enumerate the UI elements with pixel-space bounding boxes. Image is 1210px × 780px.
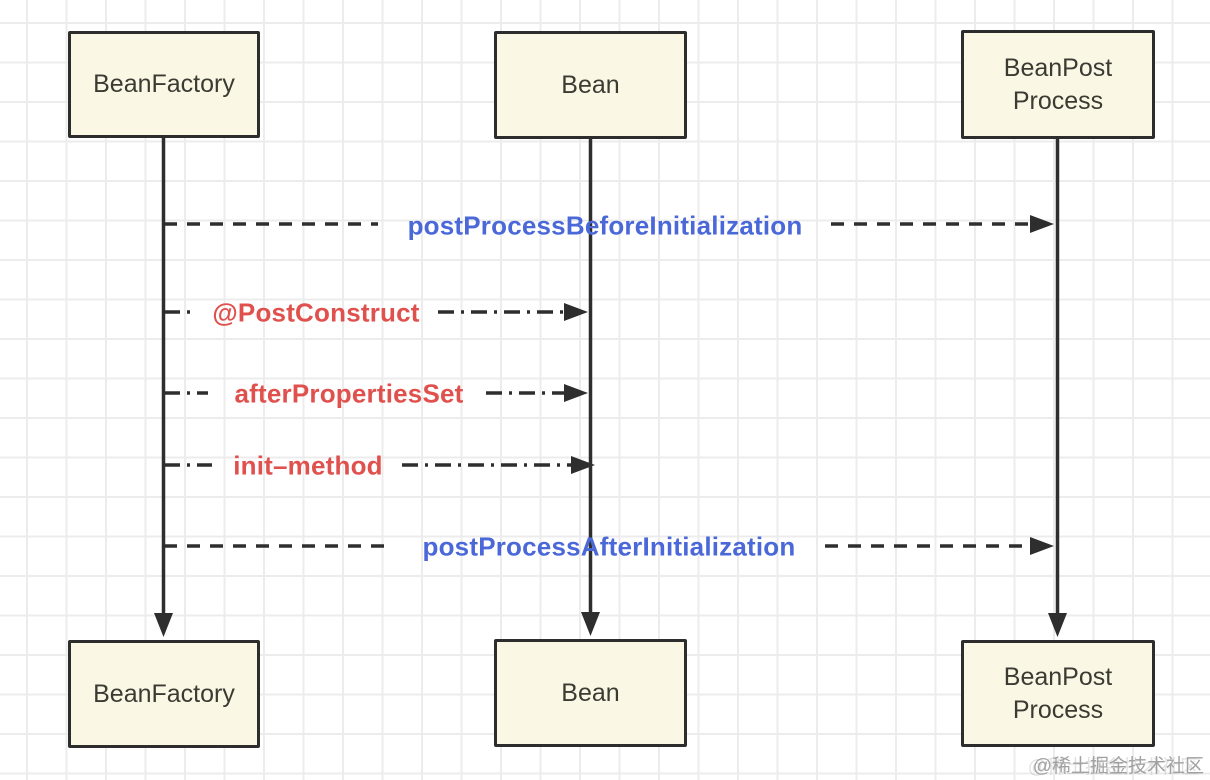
arrowhead-right-icon [571, 456, 595, 474]
message-label-post-construct: @PostConstruct [212, 297, 420, 328]
arrowhead-down-icon [154, 613, 173, 637]
arrowhead-right-icon [1030, 537, 1054, 555]
arrowhead-right-icon [564, 303, 588, 321]
participant-label: BeanPost Process [1003, 54, 1113, 115]
message-label-init-method: init–method [233, 450, 383, 481]
message-label-post-process-after: postProcessAfterInitialization [422, 531, 796, 562]
participant-box-beanpost-top: BeanPost Process [961, 30, 1155, 139]
lifeline-beanpost [1048, 139, 1067, 637]
arrowhead-down-icon [1048, 613, 1067, 637]
participant-box-beanfactory-top: BeanFactory [68, 31, 260, 138]
lifeline-bean [581, 139, 600, 636]
arrowhead-down-icon [581, 612, 600, 636]
lifeline-beanfactory [154, 138, 173, 637]
participant-label: Bean [561, 70, 620, 99]
participant-box-bean-bottom: Bean [494, 639, 687, 747]
participant-box-bean-top: Bean [494, 31, 687, 139]
message-label-post-process-before: postProcessBeforeInitialization [407, 210, 803, 241]
participant-label: BeanPost Process [1003, 663, 1113, 724]
participant-box-beanpost-bottom: BeanPost Process [961, 640, 1155, 747]
participant-label: Bean [561, 678, 620, 707]
message-label-after-properties-set: afterPropertiesSet [234, 378, 464, 409]
participant-box-beanfactory-bottom: BeanFactory [68, 640, 260, 748]
participant-label: BeanFactory [93, 70, 235, 99]
watermark: @稀土掘金技术社区 [1032, 756, 1204, 777]
arrowhead-right-icon [564, 384, 588, 402]
arrowhead-right-icon [1030, 215, 1054, 233]
participant-label: BeanFactory [93, 679, 235, 708]
